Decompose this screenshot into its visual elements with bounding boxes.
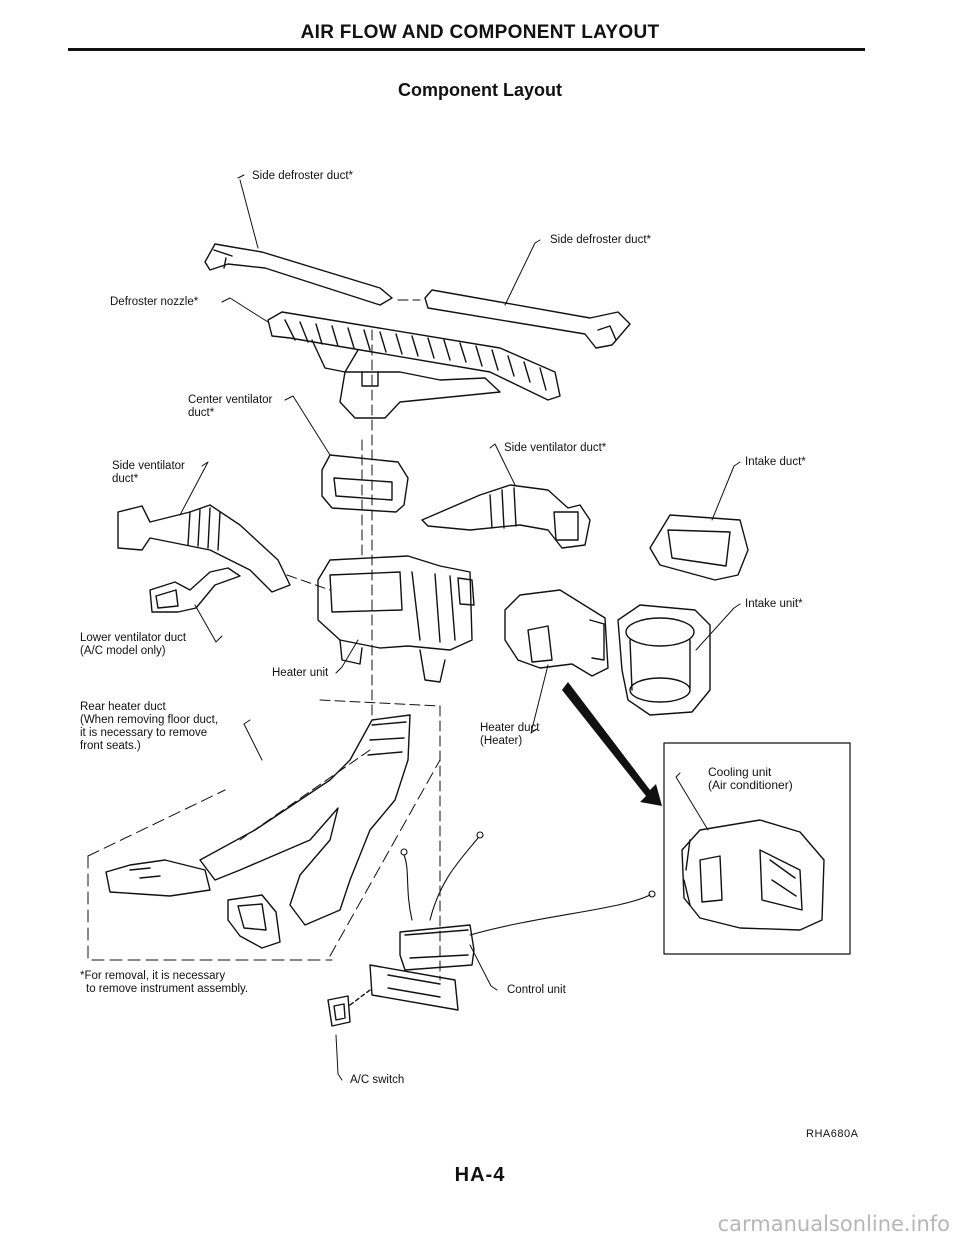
defroster-nozzle <box>267 311 561 401</box>
footnote: *For removal, it is necessary to remove … <box>80 970 248 996</box>
label-intake-unit: Intake unit* <box>745 598 803 610</box>
rear-heater-duct <box>105 714 411 949</box>
side-defroster-duct-right <box>424 289 631 349</box>
label-line: Rear heater duct <box>80 701 166 713</box>
footnote-line: *For removal, it is necessary <box>80 970 226 982</box>
watermark: carmanualsonline.info <box>717 1212 950 1236</box>
figure-title: Component Layout <box>398 80 562 100</box>
label-control-unit: Control unit <box>507 984 566 996</box>
label-line: Heater duct <box>480 722 540 734</box>
center-ventilator-duct <box>339 371 501 419</box>
label-line: duct* <box>112 473 139 485</box>
label-line: front seats.) <box>80 740 141 752</box>
page-number: HA-4 <box>454 1164 506 1186</box>
cooling-unit-part <box>681 819 825 931</box>
side-defroster-duct-left <box>204 243 393 306</box>
leader-lines <box>179 174 741 1081</box>
alignment-lines <box>239 299 441 981</box>
label-heater-unit: Heater unit <box>272 667 329 679</box>
label-ac-switch: A/C switch <box>350 1074 405 1086</box>
label-line: it is necessary to remove <box>80 727 208 739</box>
center-vent-outlet <box>321 454 409 513</box>
label-line: Cooling unit <box>708 765 772 779</box>
side-ventilator-duct-right <box>421 484 591 549</box>
intake-unit <box>617 604 711 716</box>
footnote-line: to remove instrument assembly. <box>86 983 249 995</box>
control-panel <box>369 964 459 1011</box>
label-side-ventilator-duct-right: Side ventilator duct* <box>504 442 607 454</box>
label-line: (When removing floor duct, <box>80 714 219 726</box>
label-line: (A/C model only) <box>80 645 166 657</box>
label-line: duct* <box>188 407 215 419</box>
label-line: Center ventilator <box>188 394 273 406</box>
lower-ventilator-duct <box>149 567 241 613</box>
label-line: (Air conditioner) <box>708 778 793 792</box>
label-line: Side ventilator <box>112 460 185 472</box>
label-center-ventilator-duct: Center ventilator duct* <box>188 394 272 420</box>
label-lower-ventilator-duct: Lower ventilator duct (A/C model only) <box>80 632 186 658</box>
label-line: Lower ventilator duct <box>80 632 187 644</box>
control-unit <box>399 924 475 971</box>
label-defroster-nozzle: Defroster nozzle* <box>110 296 199 308</box>
figure-code: RHA680A <box>806 1128 859 1140</box>
intake-duct <box>649 514 749 581</box>
pointer-arrow <box>562 682 662 806</box>
side-ventilator-duct-left <box>117 504 291 593</box>
heater-unit <box>317 555 475 683</box>
label-side-defroster-duct-right: Side defroster duct* <box>550 234 652 246</box>
control-cables <box>400 831 656 936</box>
rear-duct-frame <box>87 759 441 961</box>
cooling-unit-box <box>663 742 851 955</box>
label-side-ventilator-duct-left: Side ventilator duct* <box>112 460 185 486</box>
heater-duct <box>504 589 609 677</box>
label-heater-duct: Heater duct (Heater) <box>480 722 539 748</box>
header-rule <box>68 48 865 51</box>
ac-switch-part <box>327 989 371 1027</box>
label-line: (Heater) <box>480 735 523 747</box>
section-title: AIR FLOW AND COMPONENT LAYOUT <box>300 22 660 43</box>
label-intake-duct: Intake duct* <box>745 456 806 468</box>
label-rear-heater-duct: Rear heater duct (When removing floor du… <box>80 701 218 753</box>
label-cooling-unit: Cooling unit (Air conditioner) <box>708 766 793 792</box>
label-side-defroster-duct-left: Side defroster duct* <box>252 170 354 182</box>
